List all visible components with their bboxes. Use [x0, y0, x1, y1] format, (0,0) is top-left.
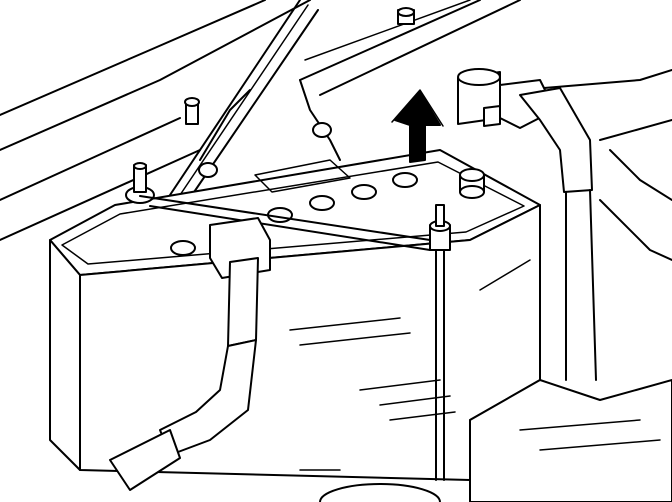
positive-cable: [457, 68, 597, 381]
negative-terminal: [125, 162, 155, 204]
up-arrow-icon: [391, 89, 444, 163]
hold-down-rod: [139, 195, 451, 481]
hood-panel: [0, 0, 521, 241]
negative-cable: [109, 217, 271, 491]
positive-terminal: [459, 168, 485, 199]
engine-bay-brackets: [184, 7, 672, 261]
battery: [49, 149, 541, 481]
lower-components: [319, 379, 672, 502]
